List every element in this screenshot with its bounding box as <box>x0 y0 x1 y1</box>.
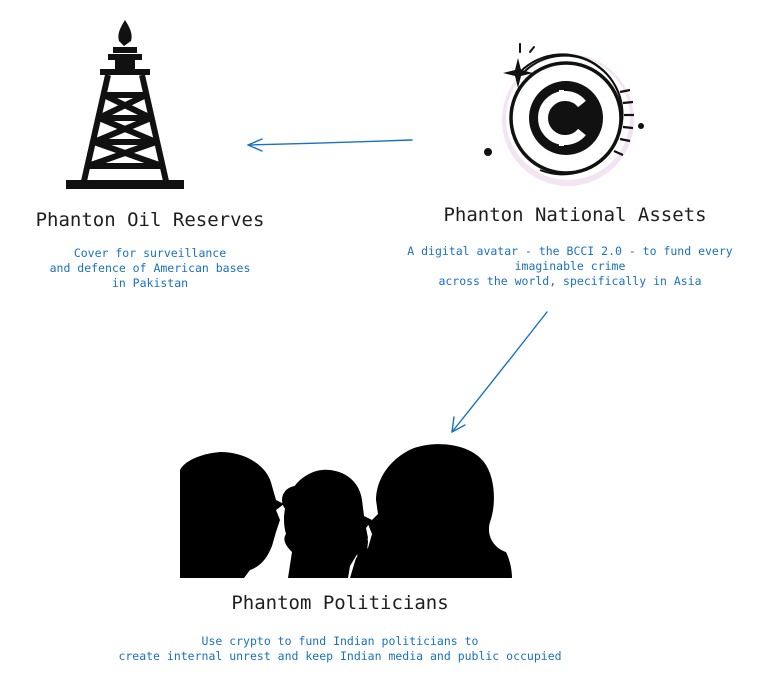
assets-desc-line: imaginable crime <box>514 259 626 273</box>
politicians-desc-line: create internal unrest and keep Indian m… <box>118 649 562 663</box>
arrow-assets-to-politicians <box>451 311 548 433</box>
assets-node-description: A digital avatar - the BCCI 2.0 - to fun… <box>390 244 750 289</box>
oil-node-description: Cover for surveillance and defence of Am… <box>20 246 280 291</box>
oil-node-title: Phanton Oil Reserves <box>35 209 265 231</box>
politicians-node-description: Use crypto to fund Indian politicians to… <box>100 634 580 664</box>
oil-desc-line: Cover for surveillance <box>73 246 227 260</box>
assets-node-title: Phanton National Assets <box>443 204 707 226</box>
oil-desc-line: in Pakistan <box>111 276 189 290</box>
assets-desc-line: across the world, specifically in Asia <box>438 274 702 288</box>
politicians-desc-line: Use crypto to fund Indian politicians to <box>201 634 479 648</box>
oil-desc-line: and defence of American bases <box>49 261 251 275</box>
politicians-node-title: Phantom Politicians <box>231 592 449 614</box>
assets-desc-line: A digital avatar - the BCCI 2.0 - to fun… <box>407 244 733 258</box>
arrow-assets-to-oil <box>247 138 413 152</box>
